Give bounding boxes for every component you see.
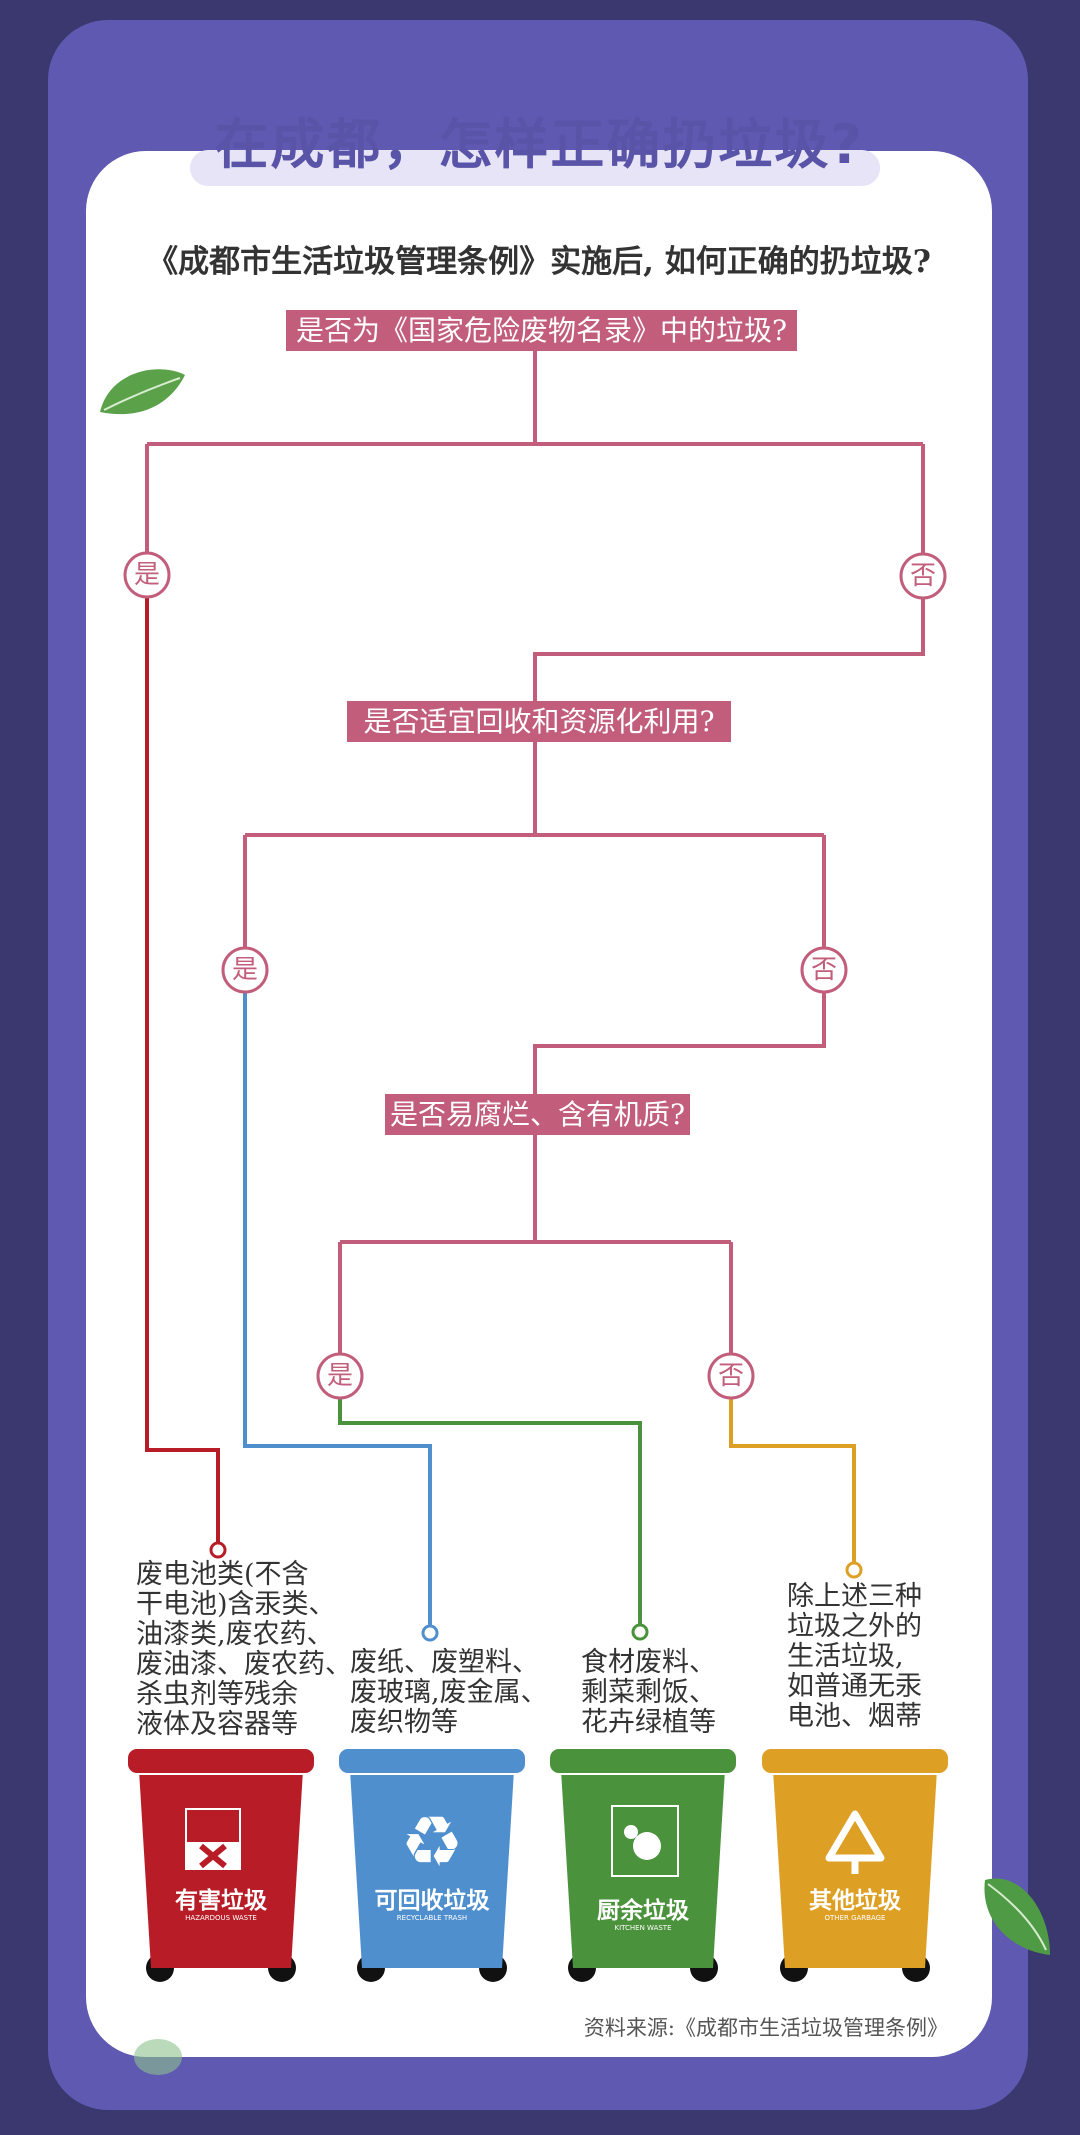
connector-other [729,1398,856,1563]
bin-label-en: OTHER GARBAGE [824,1914,886,1922]
leaf-icon [134,2039,182,2075]
no-label: 否 [810,955,837,985]
no-label: 否 [717,1361,744,1391]
bin-other: 其他垃圾 OTHER GARBAGE [759,1746,951,1982]
title-highlight [190,150,880,186]
endpoint-recyclable [421,1624,439,1642]
yes-label: 是 [133,560,160,590]
kitchen-waste-icon [611,1805,679,1877]
other-description: 除上述三种 垃圾之外的 生活垃圾, 如普通无汞 电池、烟蒂 [787,1581,922,1732]
connector-q2 [243,742,826,1094]
bin-label-en: RECYCLABLE TRASH [396,1914,468,1922]
other-waste-icon [825,1810,885,1874]
bin-label-en: HAZARDOUS WASTE [185,1914,257,1922]
bin-recyclable: ♻ 可回收垃圾 RECYCLABLE TRASH [336,1746,528,1982]
connector-hazardous [145,597,220,1543]
subtitle: 《成都市生活垃圾管理条例》实施后, 如何正确的扔垃圾? [147,244,931,280]
bin-label: 厨余垃圾 [597,1898,689,1924]
recycle-icon: ♻ [401,1801,464,1883]
question-hazardous: 是否为《国家危险废物名录》中的垃圾? [286,310,797,351]
question-perishable: 是否易腐烂、含有机质? [385,1094,690,1135]
leaf-icon [100,369,185,415]
source-note: 资料来源:《成都市生活垃圾管理条例》 [583,2016,948,2040]
bin-label: 有害垃圾 [175,1888,267,1914]
yes-label: 是 [231,955,258,985]
endpoint-other [845,1561,863,1579]
bin-label: 可回收垃圾 [374,1888,490,1914]
no-label: 否 [909,561,936,591]
connector-q1 [145,351,925,701]
endpoint-kitchen [631,1623,649,1641]
page-title: 在成都，怎样正确扔垃圾? [214,113,864,176]
connector-kitchen [338,1398,642,1625]
bin-label-en: KITCHEN WASTE [614,1924,672,1932]
bin-kitchen: 厨余垃圾 KITCHEN WASTE [547,1746,739,1982]
endpoint-hazardous [209,1541,227,1559]
connector-q3 [338,1135,733,1354]
leaf-icon [984,1878,1050,1955]
connector-recyclable [243,992,432,1626]
kitchen-description: 食材废料、 剩菜剩饭、 花卉绿植等 [581,1647,716,1738]
recyclable-description: 废纸、废塑料、 废玻璃,废金属、 废织物等 [350,1647,548,1738]
bin-hazardous: 有害垃圾 HAZARDOUS WASTE [125,1746,317,1982]
hazardous-description: 废电池类(不含 干电池)含汞类、 油漆类,废农药、 废油漆、废农药、 杀虫剂等残… [136,1559,352,1740]
bin-label: 其他垃圾 [809,1888,901,1914]
yes-label: 是 [326,1361,353,1391]
question-recyclable: 是否适宜回收和资源化利用? [347,701,731,742]
